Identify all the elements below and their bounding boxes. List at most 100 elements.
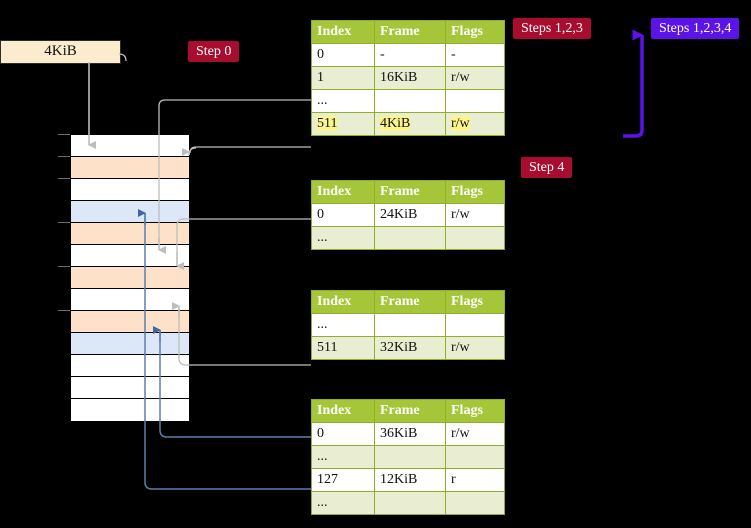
table-cell-flags: r/w: [445, 422, 505, 446]
badge-step-0: Step 0: [188, 41, 240, 62]
column-header-frame: Frame: [374, 290, 446, 314]
highlighted-text: r/w: [451, 116, 470, 131]
column-header-flags: Flags: [445, 180, 505, 204]
table-cell-index: ...: [311, 491, 375, 515]
badge-label: Steps 1,2,3: [521, 21, 583, 36]
table-cell-flags: r/w: [445, 112, 505, 136]
memory-row: [71, 245, 189, 267]
memory-row: [71, 333, 189, 355]
memory-row: [71, 201, 189, 223]
table-row: ...: [311, 89, 505, 113]
table-cell-flags: [445, 445, 505, 469]
column-header-index: Index: [311, 290, 375, 314]
memory-row: [71, 135, 189, 157]
memory-row: [71, 355, 189, 377]
table-cell-index: 0: [311, 422, 375, 446]
badge-label: Step 0: [196, 44, 232, 59]
badge-label: Steps 1,2,3,4: [659, 21, 732, 36]
table-cell-index: ...: [311, 89, 375, 113]
table-cell-flags: [445, 491, 505, 515]
memory-row: [71, 377, 189, 399]
table-cell-frame: 24KiB: [374, 203, 446, 227]
table-cell-index: 127: [311, 468, 375, 492]
table-row: ...: [311, 491, 505, 515]
memory-row: [71, 399, 189, 421]
table-cell-frame: 4KiB: [374, 112, 446, 136]
memory-row-tick: [58, 222, 70, 223]
table-cell-frame: [374, 491, 446, 515]
table-cell-index: ...: [311, 313, 375, 337]
table-row: ...: [311, 313, 505, 337]
table-cell-index: 0: [311, 203, 375, 227]
memory-row: [71, 223, 189, 245]
size-box-label: 4KiB: [44, 43, 77, 59]
table-cell-frame: 32KiB: [374, 336, 446, 360]
table-cell-frame: 36KiB: [374, 422, 446, 446]
table-row: 511 4KiB r/w: [311, 112, 505, 136]
memory-row: [71, 179, 189, 201]
table-row: ...: [311, 445, 505, 469]
table-cell-frame: 16KiB: [374, 66, 446, 90]
memory-row: [71, 311, 189, 333]
badge-step-4: Step 4: [521, 157, 573, 178]
badge-steps-1-2-3-4: Steps 1,2,3,4: [651, 18, 740, 39]
memory-row-tick: [58, 310, 70, 311]
table-row: ...: [311, 226, 505, 250]
highlighted-text: 4KiB: [380, 116, 411, 131]
table-cell-index: 1: [311, 66, 375, 90]
memory-block: [70, 134, 190, 421]
column-header-index: Index: [311, 20, 375, 44]
wire-pml4-to-memory: [189, 146, 311, 154]
size-box-4kib: 4KiB: [0, 40, 121, 64]
wire-pd-to-memory: [178, 318, 311, 366]
table-cell-flags: -: [445, 43, 505, 67]
table-row: 0--: [311, 43, 505, 67]
memory-row: [71, 267, 189, 289]
table-cell-index: 0: [311, 43, 375, 67]
memory-row-tick: [58, 178, 70, 179]
memory-row: [71, 289, 189, 311]
table-cell-frame: [374, 445, 446, 469]
memory-row-tick: [58, 134, 70, 135]
column-header-index: Index: [311, 399, 375, 423]
table-cell-flags: r: [445, 468, 505, 492]
table-cell-flags: r/w: [445, 203, 505, 227]
wire-pdp-to-memory: [176, 218, 311, 252]
highlighted-text: 511: [317, 116, 338, 131]
column-header-index: Index: [311, 180, 375, 204]
table-cell-index: 511: [311, 112, 375, 136]
table-cell-flags: [445, 313, 505, 337]
arrow-steps-1234-purple: [623, 29, 644, 138]
table-cell-flags: [445, 89, 505, 113]
table-cell-frame: -: [374, 43, 446, 67]
table-cell-flags: r/w: [445, 66, 505, 90]
badge-steps-1-2-3: Steps 1,2,3: [513, 18, 591, 39]
table-cell-index: ...: [311, 226, 375, 250]
column-header-flags: Flags: [445, 399, 505, 423]
table-cell-flags: [445, 226, 505, 250]
table-cell-frame: [374, 89, 446, 113]
table-cell-frame: [374, 313, 446, 337]
column-header-frame: Frame: [374, 20, 446, 44]
column-header-frame: Frame: [374, 180, 446, 204]
memory-row-tick: [58, 266, 70, 267]
memory-row: [71, 157, 189, 179]
memory-row-tick: [58, 156, 70, 157]
table-cell-frame: 12KiB: [374, 468, 446, 492]
column-header-flags: Flags: [445, 290, 505, 314]
badge-label: Step 4: [529, 160, 565, 175]
